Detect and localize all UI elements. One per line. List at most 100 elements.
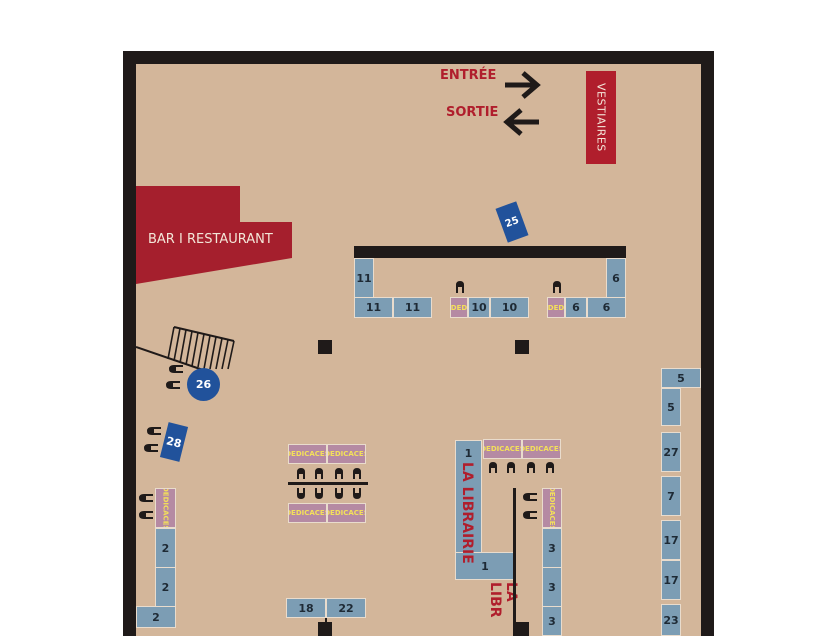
sortie-label: SORTIE: [446, 105, 499, 120]
stand-11[interactable]: 11: [393, 297, 432, 318]
stand-label: 17: [663, 533, 679, 547]
dedicace-table[interactable]: DEDICACES: [483, 439, 522, 459]
stand-label: 2: [152, 610, 160, 624]
stand-label: 18: [298, 601, 314, 615]
left-wall: [123, 51, 136, 636]
stand-label: 10: [471, 301, 487, 314]
pillar: [515, 622, 529, 636]
stand-11[interactable]: 11: [354, 297, 393, 318]
chair-icon: [523, 493, 537, 501]
stand-28-label: 28: [164, 433, 184, 451]
stand-7[interactable]: 7: [661, 476, 681, 516]
dedicace-label: DEDICACES: [523, 445, 560, 453]
chair-icon: [139, 494, 153, 502]
stand-label: 11: [404, 301, 421, 314]
librairie-divider: [513, 488, 516, 636]
stand-18[interactable]: 18: [286, 598, 326, 618]
stand-label: 23: [663, 613, 679, 627]
chair-icon: [147, 427, 161, 435]
seating-row: [288, 468, 368, 499]
stand-22[interactable]: 22: [326, 598, 366, 618]
stand-23[interactable]: 23: [661, 604, 681, 636]
stand-3[interactable]: 3: [542, 528, 562, 568]
dedicace-label: DEDICACES: [289, 450, 326, 458]
stand-6[interactable]: 6: [565, 297, 587, 318]
chair-icon: [169, 365, 183, 373]
chair-icon: [456, 281, 464, 293]
stand-11-side[interactable]: 11: [354, 258, 374, 298]
stand-6[interactable]: 6: [587, 297, 626, 318]
staircase-icon: [136, 326, 235, 372]
dedicace-label: DED: [547, 303, 565, 312]
chair-icon: [553, 281, 561, 293]
stand-label: 3: [548, 614, 556, 628]
stand-5[interactable]: 5: [661, 368, 701, 388]
stand-2[interactable]: 2: [136, 606, 176, 628]
top-counter: [354, 246, 626, 258]
vestiaires-sign: VESTIAIRES: [586, 71, 616, 164]
arrow-left-icon: [503, 108, 539, 136]
stand-label: 6: [572, 301, 580, 314]
arrow-right-icon: [505, 71, 541, 99]
pillar: [318, 340, 332, 354]
dedicace-label: DEDICACES: [328, 509, 365, 517]
divider: [325, 618, 327, 636]
stand-26[interactable]: 26: [187, 368, 220, 401]
dedicace-table[interactable]: DEDICACES: [327, 444, 366, 464]
stand-2[interactable]: 2: [155, 528, 176, 568]
stand-6-side[interactable]: 6: [606, 258, 626, 298]
stand-1[interactable]: 1: [455, 552, 515, 580]
dedicace-table[interactable]: DEDICACES: [288, 503, 327, 523]
stand-10[interactable]: 10: [490, 297, 529, 318]
stand-label: 27: [663, 445, 679, 459]
stand-3[interactable]: 3: [542, 567, 562, 607]
chair-icon: [139, 511, 153, 519]
stand-10[interactable]: 10: [468, 297, 490, 318]
stand-26-label: 26: [195, 378, 212, 391]
stand-label: 3: [548, 541, 556, 555]
dedicace-label: DEDICACES: [548, 488, 556, 528]
librairie-label: LA LIBRAIRIE: [459, 462, 475, 564]
stand-label: 10: [501, 301, 518, 314]
dedicace-table[interactable]: DED: [450, 297, 468, 318]
dedicace-table[interactable]: DEDICACES: [155, 488, 176, 528]
stand-17[interactable]: 17: [661, 520, 681, 560]
stand-label: 17: [663, 573, 679, 587]
stand-label: 22: [338, 601, 354, 615]
dedicace-label: DEDICACES: [161, 488, 170, 528]
chair-icon: [144, 444, 158, 452]
chair-icon: [523, 511, 537, 519]
stand-label: 11: [356, 271, 372, 285]
dedicace-table[interactable]: DEDICACES: [327, 503, 366, 523]
stand-label: 1: [481, 559, 489, 573]
dedicace-label: DEDICACES: [328, 450, 365, 458]
seating-row: [489, 462, 554, 473]
stand-5[interactable]: 5: [661, 388, 681, 426]
stand-label: 2: [161, 580, 170, 594]
pillar: [515, 340, 529, 354]
entree-label: ENTRÉE: [440, 68, 497, 83]
dedicace-label: DED: [450, 303, 468, 312]
stand-label: 11: [365, 301, 382, 314]
stand-label: 1: [464, 447, 473, 460]
stand-label: 3: [548, 580, 556, 594]
dedicace-table[interactable]: DEDICACES: [288, 444, 327, 464]
dedicace-table[interactable]: DED: [547, 297, 565, 318]
stand-3[interactable]: 3: [542, 606, 562, 636]
stand-2[interactable]: 2: [155, 567, 176, 607]
stand-25-label: 25: [503, 214, 521, 230]
top-wall: [123, 51, 714, 64]
stand-label: 2: [161, 541, 170, 555]
stand-label: 7: [667, 489, 675, 503]
dedicace-table[interactable]: DEDICACES: [542, 488, 562, 528]
stand-17[interactable]: 17: [661, 560, 681, 600]
bar-restaurant-area: [136, 186, 292, 284]
dedicace-table[interactable]: DEDICACES: [522, 439, 561, 459]
dedicace-label: DEDICACES: [484, 445, 521, 453]
stand-label: 6: [602, 301, 611, 314]
stand-27[interactable]: 27: [661, 432, 681, 472]
bar-restaurant-label: BAR I RESTAURANT: [148, 232, 273, 247]
dedicace-label: DEDICACES: [289, 509, 326, 517]
stand-label: 5: [667, 400, 675, 414]
right-wall: [701, 51, 714, 636]
